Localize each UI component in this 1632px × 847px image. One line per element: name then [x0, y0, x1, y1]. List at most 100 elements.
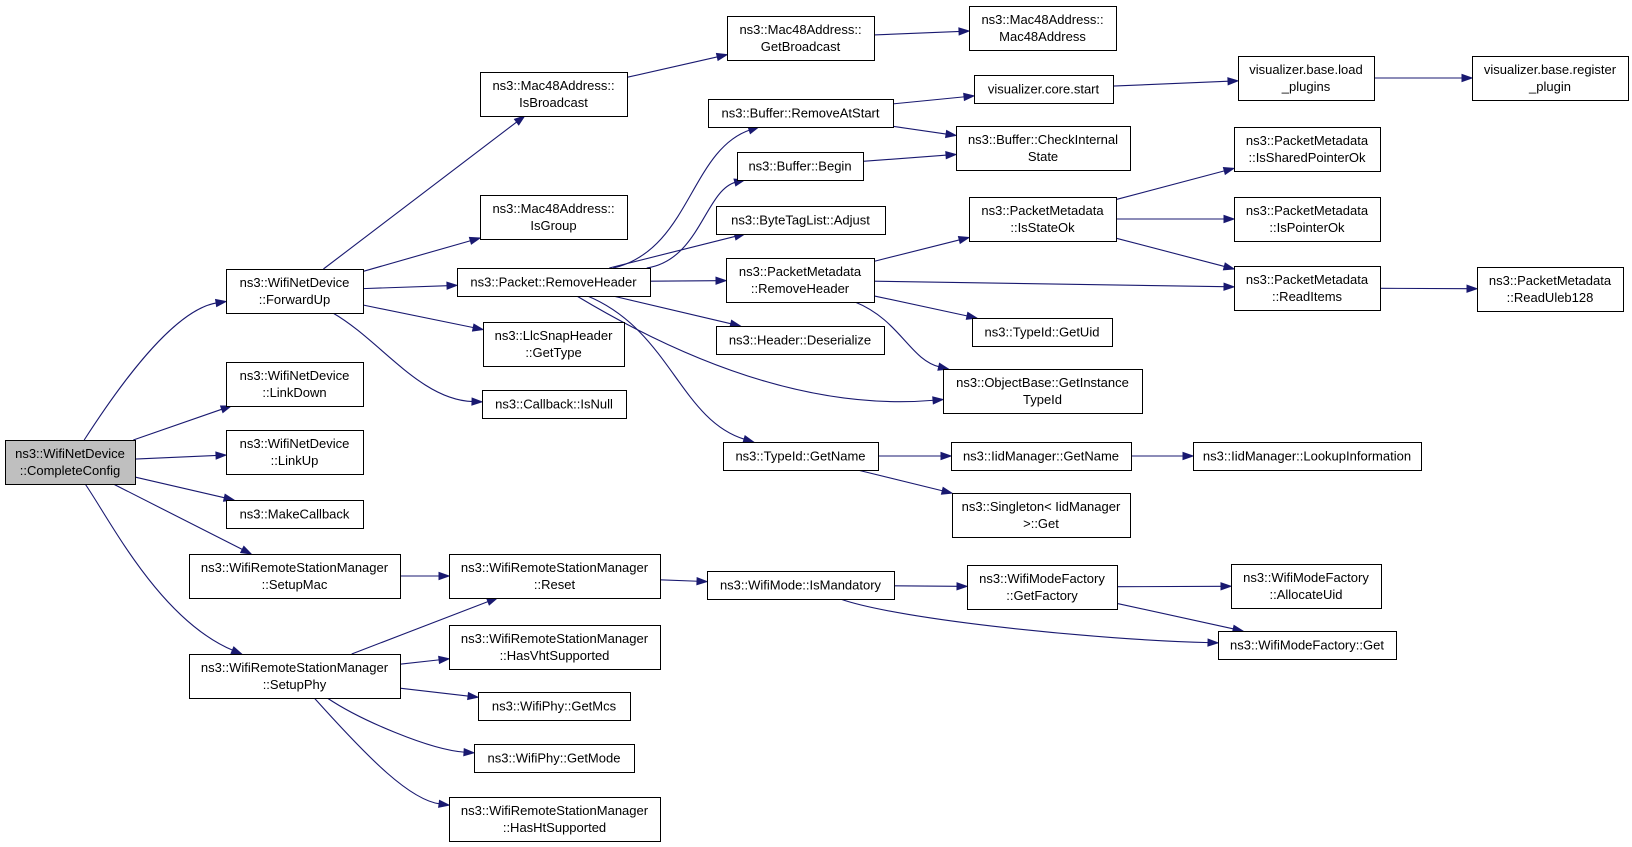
node-wmfget[interactable]: ns3::WifiModeFactory::Get: [1218, 631, 1397, 660]
node-reset[interactable]: ns3::WifiRemoteStationManager::Reset: [449, 554, 661, 599]
node-box: [716, 206, 886, 235]
node-isptrok[interactable]: ns3::PacketMetadata::IsPointerOk: [1234, 197, 1381, 242]
edge-forwardup-to-cbisnull: [332, 312, 484, 406]
node-typeidgetname[interactable]: ns3::TypeId::GetName: [723, 442, 879, 471]
node-label: ns3::WifiNetDevice: [240, 275, 350, 290]
node-hdrdeserialize[interactable]: ns3::Header::Deserialize: [716, 326, 885, 355]
edge-line: [576, 295, 935, 403]
node-box: [457, 268, 651, 297]
edge-iidgetname-to-lookupinfo: [1131, 451, 1195, 461]
node-label: ns3::PacketMetadata: [1246, 133, 1369, 148]
node-label: ns3::WifiPhy::GetMode: [488, 751, 621, 766]
edge-complete-to-setupmac: [113, 483, 253, 555]
edge-getbroadcast-to-mac48ctor: [873, 27, 971, 36]
edge-ismandatory-to-getfactory: [893, 582, 969, 591]
node-typeidgetuid[interactable]: ns3::TypeId::GetUid: [972, 318, 1113, 347]
arrowhead-icon: [438, 571, 451, 581]
edge-forwardup-to-isbroadcast: [323, 115, 526, 270]
node-label: ::ReadUleb128: [1507, 290, 1594, 305]
node-lookupinfo[interactable]: ns3::IidManager::LookupInformation: [1193, 442, 1422, 471]
node-bufbegin[interactable]: ns3::Buffer::Begin: [737, 152, 864, 181]
node-pmisstateok[interactable]: ns3::PacketMetadata::IsStateOk: [969, 197, 1117, 242]
node-getfactory[interactable]: ns3::WifiModeFactory::GetFactory: [967, 565, 1118, 610]
node-label: ns3::Singleton< IidManager: [962, 499, 1121, 514]
edge-line: [399, 687, 470, 697]
edge-line: [857, 469, 944, 492]
node-box: [189, 654, 401, 699]
node-box: [727, 16, 875, 61]
node-cbisnull[interactable]: ns3::Callback::IsNull: [482, 390, 627, 419]
node-setupmac[interactable]: ns3::WifiRemoteStationManager::SetupMac: [189, 554, 401, 599]
node-label: ::ReadItems: [1272, 289, 1343, 304]
node-forwardup[interactable]: ns3::WifiNetDevice::ForwardUp: [226, 269, 364, 314]
edge-pmisstateok-to-issharedptr: [1115, 166, 1236, 201]
edge-removeheader-to-bytetagadjust: [609, 232, 747, 269]
node-pmremoveheader[interactable]: ns3::PacketMetadata::RemoveHeader: [726, 258, 875, 303]
node-issharedptr[interactable]: ns3::PacketMetadata::IsSharedPointerOk: [1234, 127, 1381, 172]
arrowhead-icon: [1222, 166, 1236, 176]
node-linkdown[interactable]: ns3::WifiNetDevice::LinkDown: [226, 362, 364, 407]
node-hasht[interactable]: ns3::WifiRemoteStationManager::HasHtSupp…: [449, 797, 661, 842]
node-mac48ctor[interactable]: ns3::Mac48Address::Mac48Address: [969, 6, 1117, 51]
node-label: ns3::Callback::IsNull: [495, 397, 613, 412]
arrowhead-icon: [214, 298, 228, 308]
node-iidgetname[interactable]: ns3::IidManager::GetName: [951, 442, 1132, 471]
node-bytetagadjust[interactable]: ns3::ByteTagList::Adjust: [716, 206, 886, 235]
node-singleton[interactable]: ns3::Singleton< IidManager>::Get: [952, 493, 1131, 538]
edge-complete-to-makecb: [134, 476, 236, 502]
node-linkup[interactable]: ns3::WifiNetDevice::LinkUp: [226, 430, 364, 475]
edges-layer: [83, 27, 1479, 808]
edge-line: [873, 295, 969, 317]
node-hasvht[interactable]: ns3::WifiRemoteStationManager::HasVhtSup…: [449, 625, 661, 670]
edge-line: [323, 121, 518, 270]
node-box: [969, 6, 1117, 51]
node-box: [226, 430, 364, 475]
node-allocuid[interactable]: ns3::WifiModeFactory::AllocateUid: [1231, 564, 1382, 609]
node-isgroup[interactable]: ns3::Mac48Address::IsGroup: [480, 195, 628, 240]
node-readitems[interactable]: ns3::PacketMetadata::ReadItems: [1234, 266, 1381, 311]
node-viscorestart[interactable]: visualizer.core.start: [974, 75, 1114, 104]
edge-line: [313, 697, 441, 805]
node-getmode[interactable]: ns3::WifiPhy::GetMode: [474, 744, 635, 773]
node-readuleb[interactable]: ns3::PacketMetadata::ReadUleb128: [1477, 267, 1624, 312]
node-label: ns3::WifiNetDevice: [240, 436, 350, 451]
edge-line: [609, 235, 737, 269]
node-label: ns3::PacketMetadata: [739, 264, 862, 279]
node-label: ::HasVhtSupported: [500, 648, 610, 663]
node-removeatstart[interactable]: ns3::Buffer::RemoveAtStart: [708, 99, 894, 128]
node-label: ns3::WifiRemoteStationManager: [461, 803, 649, 818]
node-label: ns3::Buffer::RemoveAtStart: [722, 106, 880, 121]
node-label: ns3::WifiModeFactory: [1243, 570, 1369, 585]
node-box: [1477, 267, 1624, 312]
node-label: ns3::Mac48Address::: [981, 12, 1103, 27]
node-makecb[interactable]: ns3::MakeCallback: [226, 500, 364, 529]
node-label: ns3::PacketMetadata: [1246, 272, 1369, 287]
node-complete[interactable]: ns3::WifiNetDevice::CompleteConfig: [5, 440, 136, 485]
node-box: [482, 390, 627, 419]
node-setupphy[interactable]: ns3::WifiRemoteStationManager::SetupPhy: [189, 654, 401, 699]
node-label: ns3::WifiNetDevice: [15, 446, 125, 461]
node-llcgettype[interactable]: ns3::LlcSnapHeader::GetType: [483, 322, 625, 367]
node-visbasereg[interactable]: visualizer.base.register_plugin: [1472, 56, 1629, 101]
node-box: [737, 152, 864, 181]
arrowhead-icon: [463, 747, 476, 757]
edge-line: [326, 697, 466, 753]
arrowhead-icon: [219, 405, 233, 414]
node-ismandatory[interactable]: ns3::WifiMode::IsMandatory: [707, 571, 895, 600]
node-box: [974, 75, 1114, 104]
arrowhead-icon: [940, 451, 953, 461]
node-label: ::ForwardUp: [259, 292, 331, 307]
node-removeheader[interactable]: ns3::Packet::RemoveHeader: [457, 268, 651, 297]
edge-line: [646, 181, 736, 269]
node-label: ns3::IidManager::LookupInformation: [1203, 449, 1411, 464]
node-box: [716, 326, 885, 355]
node-label: ::GetType: [525, 345, 581, 360]
node-getmcs[interactable]: ns3::WifiPhy::GetMcs: [478, 692, 631, 721]
node-visbaseload[interactable]: visualizer.base.load_plugins: [1238, 56, 1375, 101]
node-label: ns3::WifiNetDevice: [240, 368, 350, 383]
node-isbroadcast[interactable]: ns3::Mac48Address::IsBroadcast: [480, 72, 628, 117]
edge-forwardup-to-removeheader: [362, 281, 459, 290]
node-getbroadcast[interactable]: ns3::Mac48Address::GetBroadcast: [727, 16, 875, 61]
